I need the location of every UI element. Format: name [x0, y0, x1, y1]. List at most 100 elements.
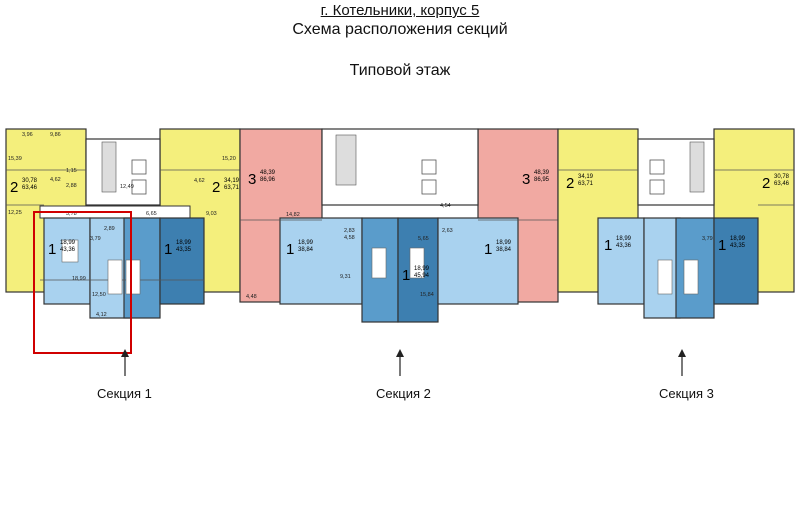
- apt-s2-blue-right: [437, 217, 519, 305]
- dimension-label: 5,65: [418, 236, 429, 242]
- svg-text:43,35: 43,35: [176, 247, 192, 253]
- apartment-labels: 2 30,78 63,46 2 34,19 63,71 1 18,99 43,3…: [10, 170, 790, 284]
- apt-s1-blue-d: [159, 217, 205, 305]
- dimension-label: 4,48: [246, 294, 257, 300]
- dimension-label: 2,63: [442, 228, 453, 234]
- stair-s1: [85, 138, 161, 206]
- svg-text:1: 1: [164, 241, 172, 258]
- arrow-up-icon: [396, 349, 404, 376]
- svg-text:38,84: 38,84: [298, 247, 314, 253]
- dimension-label: 15,84: [420, 292, 434, 298]
- dimension-label: 9,03: [206, 211, 217, 217]
- dimension-label: 3,79: [90, 236, 101, 242]
- svg-text:45,94: 45,94: [414, 273, 430, 279]
- section-3-label[interactable]: Секция 3: [659, 386, 714, 401]
- dimension-label: 12,50: [92, 292, 106, 298]
- svg-text:18,99: 18,99: [176, 240, 192, 246]
- apt-label: 2 34,19 63,71: [566, 174, 594, 192]
- svg-text:18,99: 18,99: [414, 266, 430, 272]
- dimension-label: 1,15: [66, 168, 77, 174]
- svg-text:38,84: 38,84: [496, 247, 512, 253]
- apt-label: 3 48,39 86,95: [522, 170, 550, 188]
- apt-label: 1 18,99 43,35: [164, 240, 192, 258]
- svg-text:1: 1: [484, 241, 492, 258]
- svg-text:86,96: 86,96: [260, 177, 276, 183]
- svg-text:34,19: 34,19: [578, 174, 594, 180]
- apt-label: 1 18,99 43,35: [718, 236, 746, 254]
- dimension-label: 2,88: [66, 183, 77, 189]
- arrow-up-icon: [121, 349, 129, 376]
- svg-text:1: 1: [402, 267, 410, 284]
- apt-label: 3 48,39 86,96: [248, 170, 276, 188]
- svg-text:18,99: 18,99: [496, 240, 512, 246]
- dimension-label: 4,62: [194, 178, 205, 184]
- dimension-label: 3,96: [22, 132, 33, 138]
- apt-label: 1 18,99 45,94: [402, 266, 430, 284]
- svg-text:1: 1: [718, 237, 726, 254]
- svg-text:48,39: 48,39: [260, 170, 276, 176]
- svg-text:18,99: 18,99: [616, 236, 632, 242]
- dimension-label: 15,20: [222, 156, 236, 162]
- apt-label: 1 18,99 43,36: [604, 236, 632, 254]
- svg-text:2: 2: [10, 179, 18, 196]
- svg-text:34,19: 34,19: [224, 178, 240, 184]
- svg-text:63,46: 63,46: [774, 181, 790, 187]
- dimension-label: 4,54: [440, 203, 451, 209]
- svg-text:18,99: 18,99: [60, 240, 76, 246]
- dimension-label: 4,58: [344, 235, 355, 241]
- building-title: г. Котельники, корпус 5: [320, 2, 480, 19]
- dimension-label: 9,86: [50, 132, 61, 138]
- selected-section-frame: [33, 211, 132, 354]
- svg-text:43,36: 43,36: [616, 243, 632, 249]
- dimension-label: 6,65: [146, 211, 157, 217]
- dimension-label: 12,49: [120, 184, 134, 190]
- svg-text:43,36: 43,36: [60, 247, 76, 253]
- apt-label: 2 30,78 63,46: [762, 174, 790, 192]
- dimension-label: 12,25: [8, 210, 22, 216]
- svg-text:1: 1: [604, 237, 612, 254]
- svg-text:3: 3: [248, 171, 256, 188]
- dimension-label: 4,62: [50, 177, 61, 183]
- svg-text:63,46: 63,46: [22, 185, 38, 191]
- dimension-labels: 3,96 9,86 15,39 4,62 1,15 2,88 12,25 3,7…: [8, 132, 713, 318]
- svg-text:30,78: 30,78: [774, 174, 790, 180]
- dimension-label: 15,39: [8, 156, 22, 162]
- svg-text:2: 2: [762, 175, 770, 192]
- floor-title: Типовой этаж: [349, 62, 451, 79]
- svg-text:63,71: 63,71: [224, 185, 240, 191]
- dimension-label: 9,31: [340, 274, 351, 280]
- svg-text:2: 2: [566, 175, 574, 192]
- dimension-label: 14,82: [286, 212, 300, 218]
- title-block: г. Котельники, корпус 5 Схема расположен…: [0, 0, 800, 80]
- apt-s3-blue-a: [597, 217, 645, 305]
- section-2-label[interactable]: Секция 2: [376, 386, 431, 401]
- apt-label: 2 34,19 63,71: [212, 178, 240, 196]
- svg-text:63,71: 63,71: [578, 181, 594, 187]
- dimension-label: 18,99: [72, 276, 86, 282]
- svg-text:1: 1: [286, 241, 294, 258]
- section-3-plan: [557, 128, 795, 319]
- svg-text:1: 1: [48, 241, 56, 258]
- dimension-label: 2,83: [344, 228, 355, 234]
- svg-text:2: 2: [212, 179, 220, 196]
- svg-text:18,99: 18,99: [730, 236, 746, 242]
- svg-text:18,99: 18,99: [298, 240, 314, 246]
- svg-text:3: 3: [522, 171, 530, 188]
- dimension-label: 3,78: [66, 211, 77, 217]
- apt-label: 1 18,99 43,36: [48, 240, 76, 258]
- dimension-label: 3,79: [702, 236, 713, 242]
- apt-s3-blue-d: [713, 217, 759, 305]
- apt-label: 1 18,99 38,84: [484, 240, 512, 258]
- apt-label: 1 18,99 38,84: [286, 240, 314, 258]
- section-2-plan: [239, 128, 559, 323]
- scheme-title: Схема расположения секций: [292, 21, 508, 38]
- svg-text:48,39: 48,39: [534, 170, 550, 176]
- svg-text:30,78: 30,78: [22, 178, 38, 184]
- dimension-label: 2,89: [104, 226, 115, 232]
- arrow-up-icon: [678, 349, 686, 376]
- section-1-label[interactable]: Секция 1: [97, 386, 152, 401]
- svg-text:43,35: 43,35: [730, 243, 746, 249]
- apt-label: 2 30,78 63,46: [10, 178, 38, 196]
- svg-text:86,95: 86,95: [534, 177, 550, 183]
